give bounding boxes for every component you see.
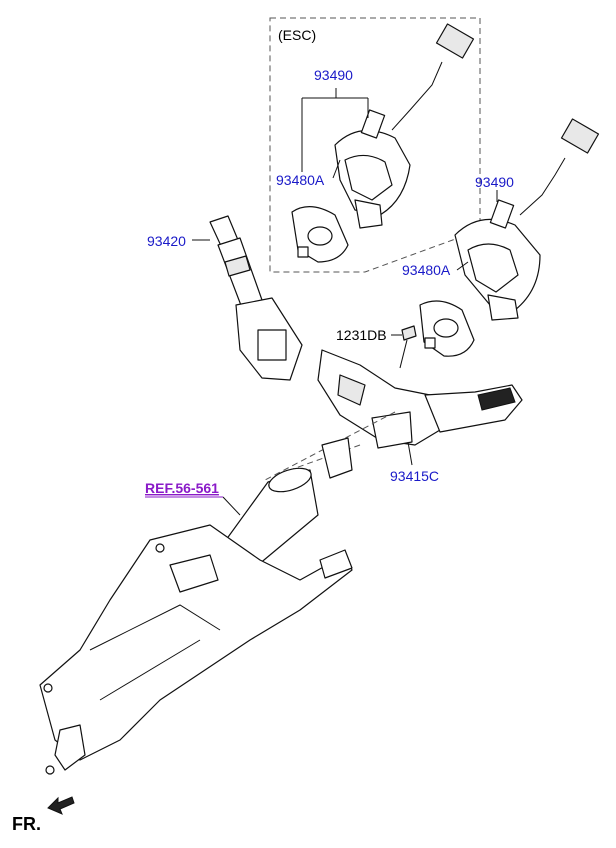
part-label-93490-esc[interactable]: 93490	[314, 67, 353, 83]
clock-spring	[454, 118, 600, 321]
clock-spring-esc	[334, 23, 475, 229]
esc-variant-box: (ESC)	[269, 17, 481, 273]
front-direction-indicator: FR.	[12, 796, 75, 834]
part-label-93420[interactable]: 93420	[147, 233, 186, 249]
bolt-1231db	[399, 325, 417, 369]
front-label: FR.	[12, 814, 41, 834]
part-label-93490[interactable]: 93490	[475, 174, 514, 190]
esc-box-label: (ESC)	[278, 27, 316, 43]
steering-angle-sensor-esc	[291, 206, 349, 263]
part-label-1231db[interactable]: 1231DB	[336, 327, 387, 343]
front-arrow-icon	[47, 796, 75, 815]
steering-angle-sensor	[419, 300, 475, 357]
part-label-93480a[interactable]: 93480A	[402, 262, 451, 278]
multifunction-switch-left	[209, 215, 303, 381]
leader-lines	[192, 88, 498, 516]
multifunction-switch-assembly	[317, 349, 523, 449]
steering-column	[39, 411, 396, 775]
reference-label[interactable]: REF.56-561	[145, 480, 219, 496]
part-label-93480a-esc[interactable]: 93480A	[276, 172, 325, 188]
part-label-93415c[interactable]: 93415C	[390, 468, 439, 484]
